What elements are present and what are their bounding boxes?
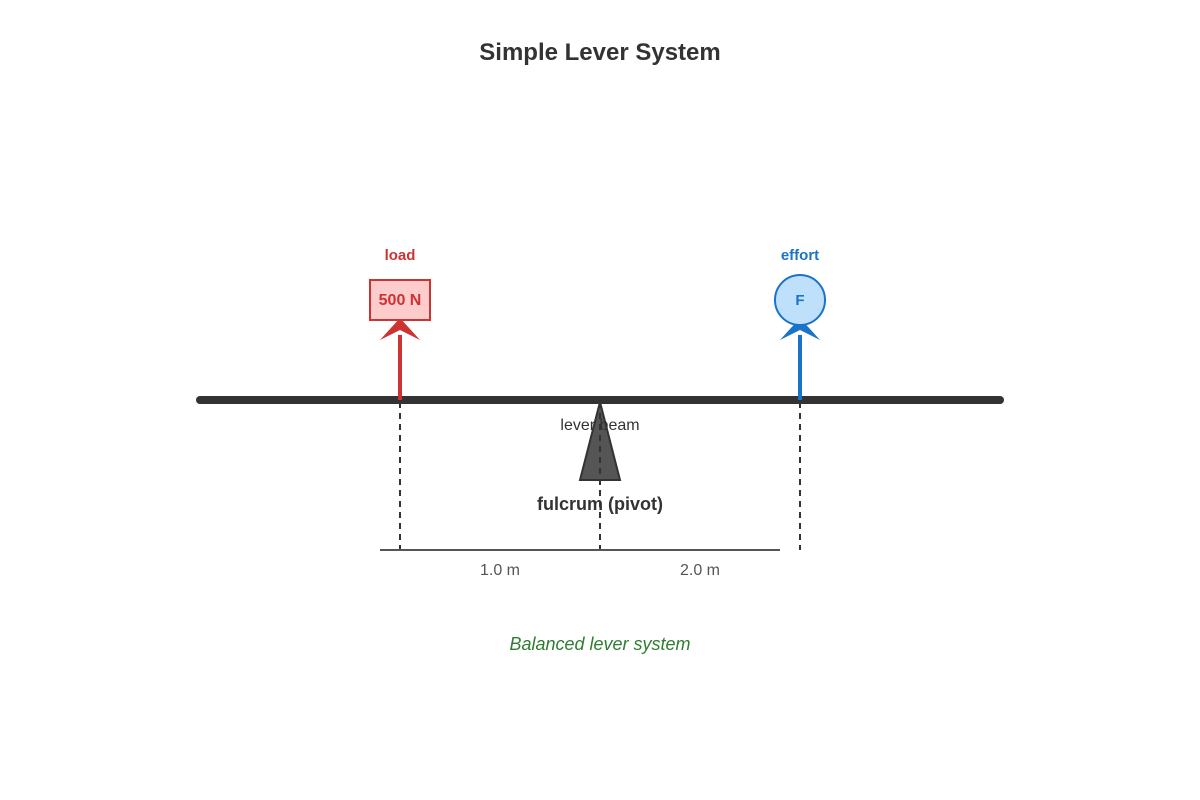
load-label: load — [385, 247, 416, 264]
effort-circle — [774, 274, 826, 326]
effort-arrow-head-icon — [780, 318, 820, 340]
load-box — [369, 279, 431, 321]
beam-label: lever beam — [560, 417, 639, 434]
effort-label: effort — [781, 247, 819, 264]
effort-symbol: F — [795, 292, 804, 309]
load-arrow-head-icon — [380, 318, 420, 340]
fulcrum-label: fulcrum (pivot) — [537, 494, 663, 514]
diagram-caption: Balanced lever system — [509, 634, 690, 654]
load-arm-label: 1.0 m — [480, 562, 520, 579]
load-value: 500 N — [379, 292, 422, 309]
diagram-title: Simple Lever System — [479, 39, 720, 66]
effort-arm-label: 2.0 m — [680, 562, 720, 579]
